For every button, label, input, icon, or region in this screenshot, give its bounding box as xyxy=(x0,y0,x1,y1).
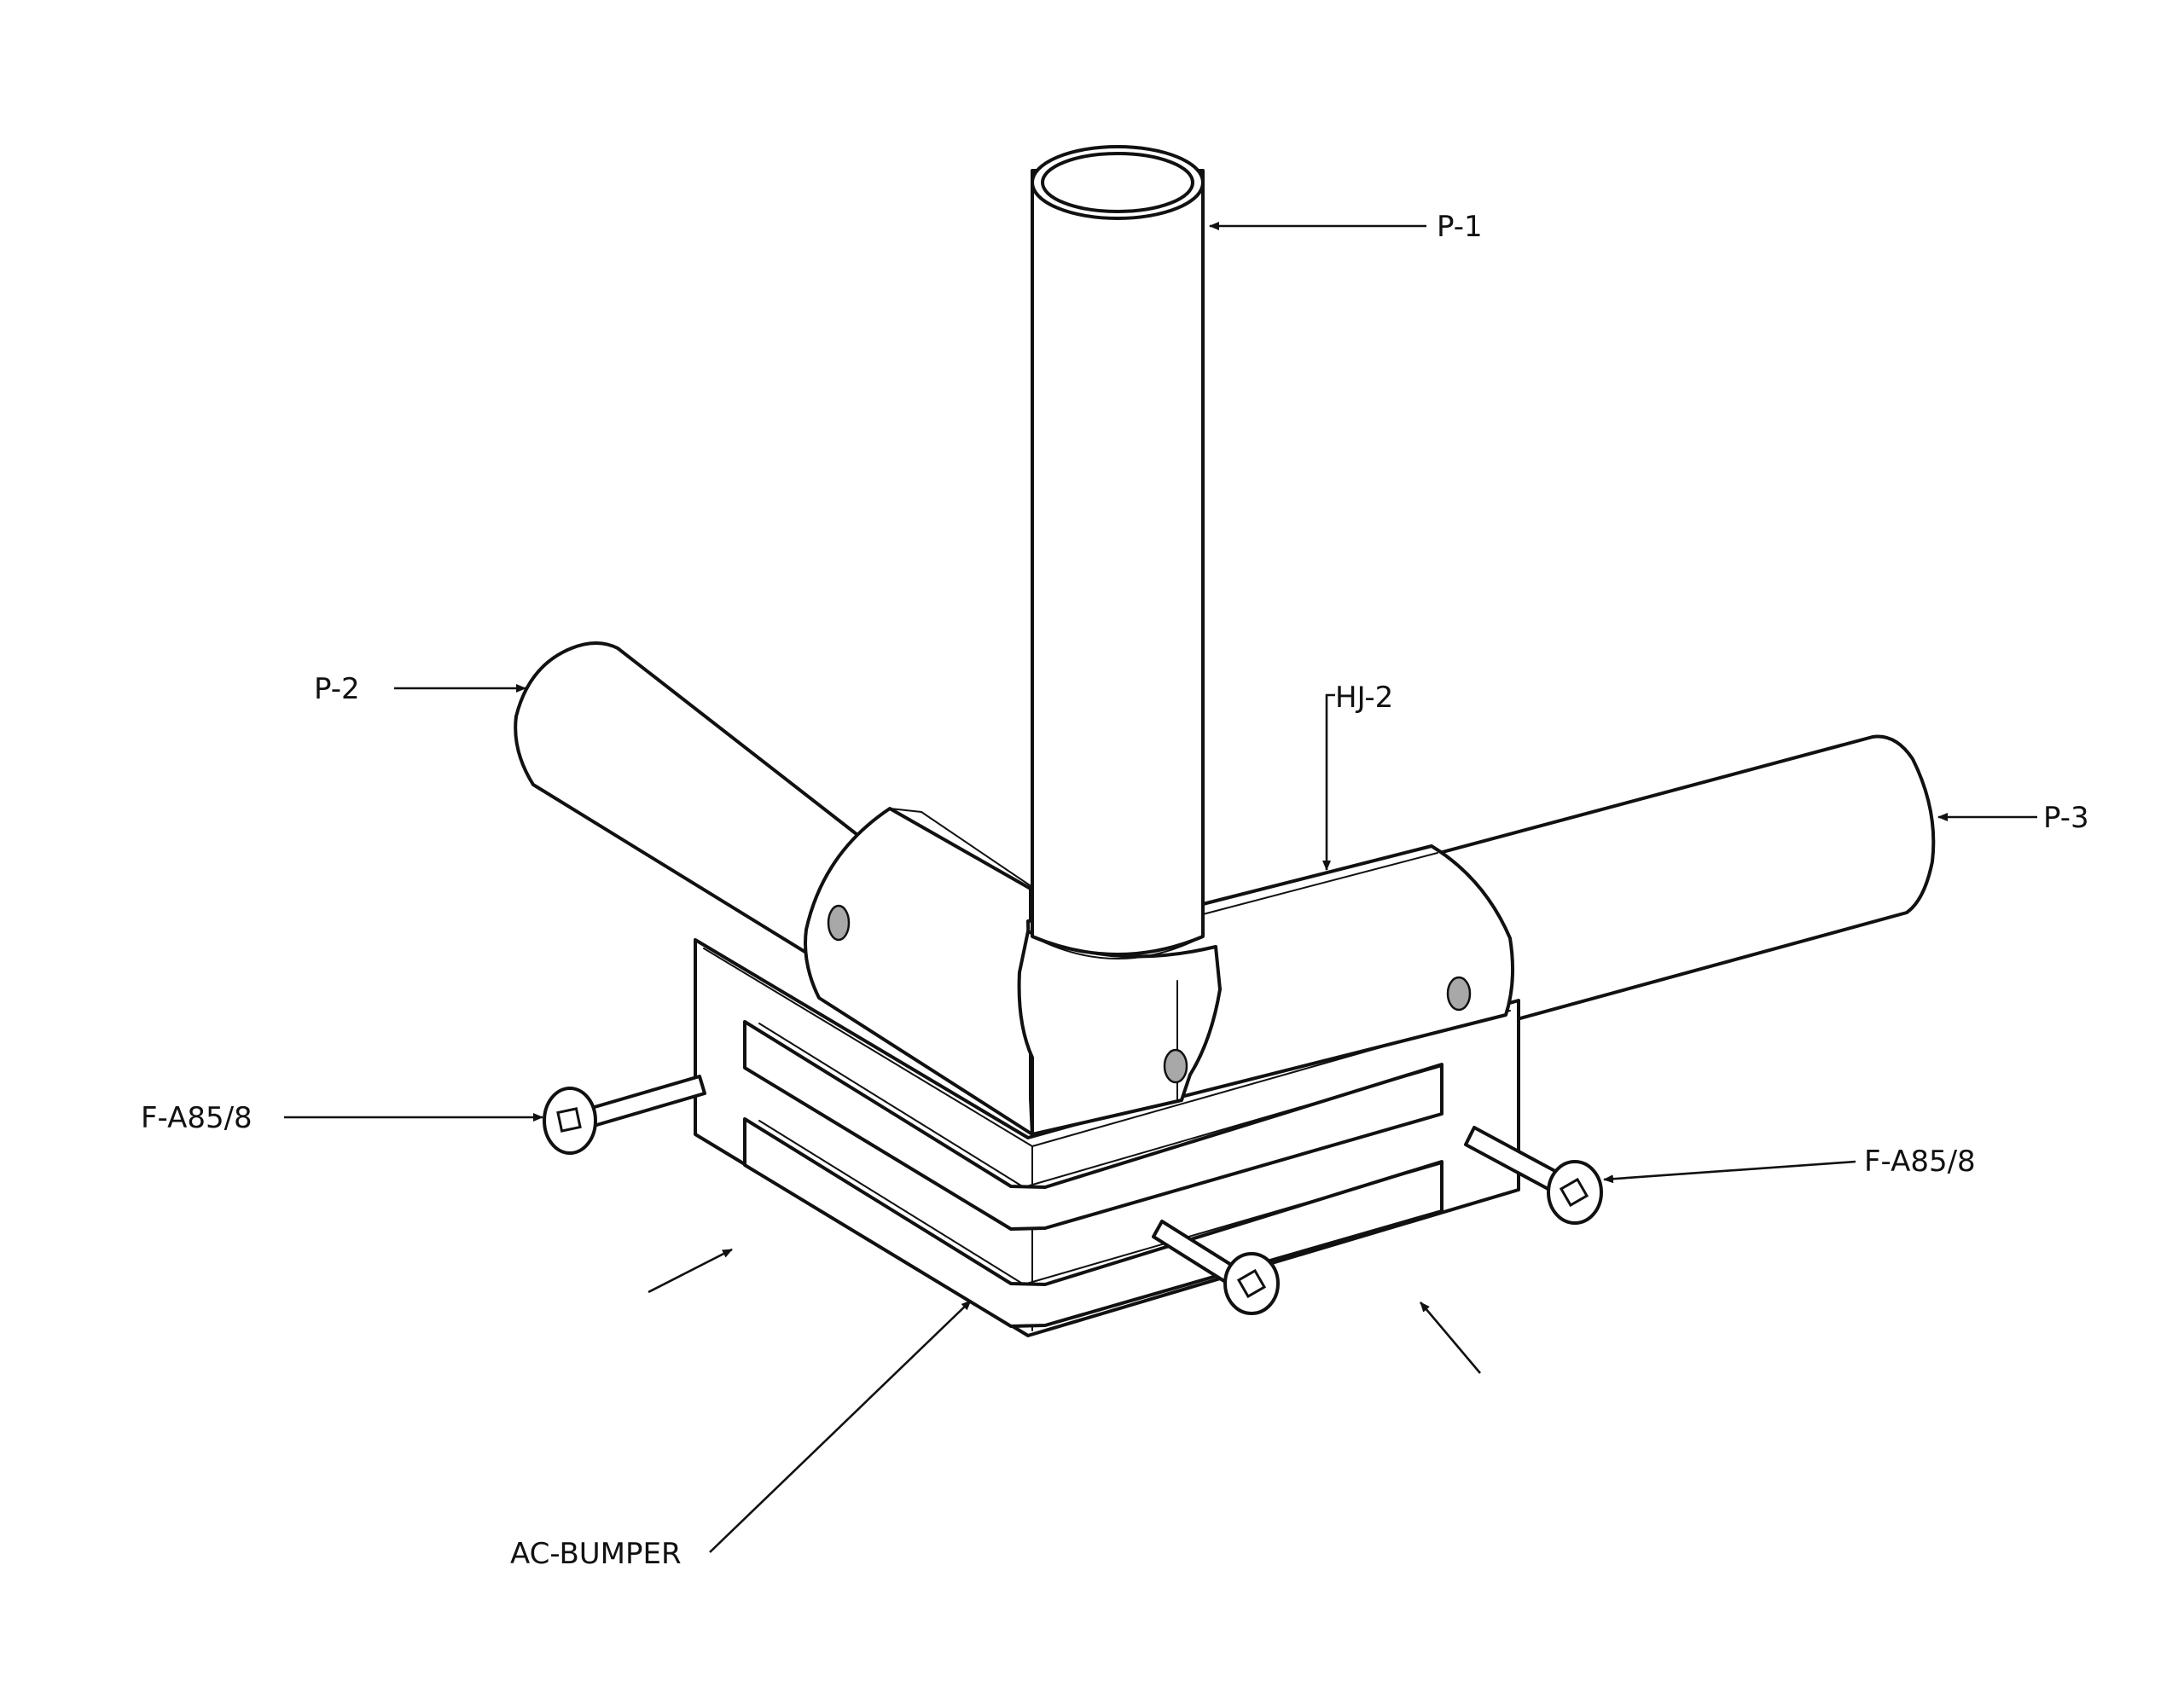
pipe-p2 xyxy=(514,641,893,957)
rivet-left xyxy=(827,904,851,942)
fastener-left xyxy=(543,1075,706,1155)
rivet-center xyxy=(1163,1048,1188,1084)
label-bumper: AC-BUMPER xyxy=(510,1537,682,1571)
pipe-p1 xyxy=(1031,145,1205,959)
leader-fastener-right xyxy=(1603,1160,1856,1184)
label-fastener-left: F-A85/8 xyxy=(141,1101,253,1135)
label-p2: P-2 xyxy=(314,672,360,706)
ac-bumper xyxy=(694,938,1520,1337)
labels: P-1 P-2 P-3 HJ-2 F-A85/8 F-A85/8 AC-BUMP… xyxy=(141,210,2089,1571)
label-fastener-right: F-A85/8 xyxy=(1864,1145,1976,1179)
pipe-p3 xyxy=(1406,734,1936,1025)
label-p3: P-3 xyxy=(2043,801,2089,835)
leader-hj2 xyxy=(1322,693,1335,871)
fastener-right xyxy=(1464,1126,1603,1225)
arrow-right-corner xyxy=(1420,1301,1481,1374)
label-hj2: HJ-2 xyxy=(1335,681,1393,715)
arrow-left-corner xyxy=(648,1248,733,1294)
leader-lines xyxy=(284,222,2037,1553)
fastener-bottom xyxy=(1152,1220,1280,1315)
leader-bumper xyxy=(709,1300,972,1553)
rivet-right xyxy=(1446,976,1472,1012)
label-p1: P-1 xyxy=(1437,210,1483,244)
